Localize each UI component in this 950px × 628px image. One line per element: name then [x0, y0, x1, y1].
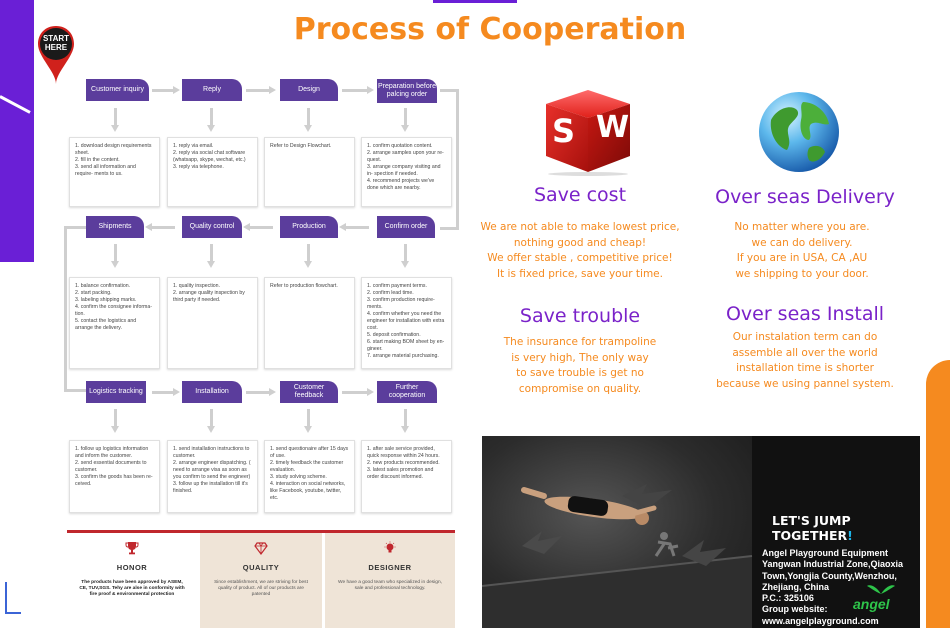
desc-reply: 1. reply via email.2. reply via social c…	[167, 137, 258, 207]
card-text: We have a good team who specialized in d…	[338, 580, 442, 591]
connector-right	[440, 89, 459, 230]
arrow-down	[401, 244, 409, 268]
desc-design: Refer to Design Flowchart.	[264, 137, 355, 207]
card-designer: DESIGNER We have a good team who special…	[325, 533, 455, 628]
arrow-left	[145, 223, 175, 231]
card-quality: QUALITY Since establishment, we are stri…	[200, 533, 322, 628]
card-title: HONOR	[116, 563, 148, 572]
arrow-down	[304, 244, 312, 268]
connector-left	[64, 226, 86, 392]
step-production: Production	[280, 216, 338, 238]
trophy-icon	[125, 542, 139, 555]
globe-icon	[759, 92, 839, 172]
page-title: Process of Cooperation	[293, 12, 687, 47]
step-design: Design	[280, 79, 338, 101]
arrow-down	[401, 108, 409, 132]
start-here-label: START HERE	[42, 34, 70, 52]
step-quality-control: Quality control	[182, 216, 242, 238]
arrow-right	[246, 388, 276, 396]
desc-customer-inquiry: 1. download design requirements sheet.2.…	[69, 137, 160, 207]
step-further-cooperation: Further cooperation	[377, 381, 437, 403]
angel-wings-icon	[867, 585, 895, 594]
diamond-icon	[254, 542, 268, 555]
lightbulb-icon	[384, 541, 396, 553]
delivery-title: Over seas Delivery	[715, 186, 895, 208]
desc-logistics-tracking: 1. follow up logistics information and i…	[69, 440, 160, 513]
card-title: QUALITY	[242, 563, 280, 572]
desc-shipments: 1. balance confirmation.2. start packing…	[69, 277, 160, 369]
arrow-right	[152, 388, 180, 396]
arrow-down	[304, 409, 312, 433]
cards-top-line	[67, 530, 455, 533]
desc-preparation: 1. confirm quotation content.2. arrange …	[361, 137, 452, 207]
desc-further-cooperation: 1. after sale service provided, quick re…	[361, 440, 452, 513]
step-shipments: Shipments	[86, 216, 144, 238]
delivery-text: No matter where you are. we can do deliv…	[734, 221, 870, 280]
left-purple-shape	[0, 0, 34, 262]
sw-letter-s: S	[552, 112, 576, 150]
step-preparation: Preparation before palcing order	[377, 79, 437, 103]
desc-customer-feedback: 1. send questionaire after 15 days of us…	[264, 440, 355, 513]
desc-confirm-order: 1. confirm payment terms.2. confirm lead…	[361, 277, 452, 369]
arrow-right	[246, 86, 276, 94]
website-link[interactable]: www.angelplayground.com	[762, 615, 879, 626]
angel-logo: angel	[853, 596, 890, 612]
save-trouble-text: The insurance for trampoline is very hig…	[503, 336, 657, 395]
desc-installation: 1. send installation instructions to cus…	[167, 440, 258, 513]
step-customer-feedback: Customer feedback	[280, 381, 338, 403]
arrow-right	[342, 86, 374, 94]
save-cost-title: Save cost	[533, 184, 627, 206]
promo-banner	[482, 436, 920, 628]
arrow-down	[304, 108, 312, 132]
sw-cube-icon	[546, 90, 630, 176]
step-reply: Reply	[182, 79, 242, 101]
card-text: Since establishment, we are striving for…	[214, 580, 308, 597]
arrow-down	[111, 409, 119, 433]
save-cost-text: We are not able to make lowest price, no…	[480, 221, 680, 280]
arrow-right	[342, 388, 374, 396]
arrow-down	[207, 409, 215, 433]
right-orange-shape	[926, 360, 950, 628]
jump-headline: LET'S JUMP TOGETHER!	[772, 513, 853, 543]
install-title: Over seas Install	[725, 303, 885, 325]
arrow-down	[111, 108, 119, 132]
arrow-right	[152, 86, 180, 94]
arrow-down	[207, 108, 215, 132]
desc-production: Refer to production flowchart.	[264, 277, 355, 369]
arrow-down	[401, 409, 409, 433]
desc-quality-control: 1. quality inspection.2. arrange quality…	[167, 277, 258, 369]
step-installation: Installation	[182, 381, 242, 403]
trampoline-jumper-image	[482, 484, 753, 628]
top-accent-line	[433, 0, 517, 3]
save-trouble-title: Save trouble	[519, 305, 641, 327]
start-pin-icon	[38, 26, 74, 84]
install-text: Our instalation term can do assemble all…	[716, 331, 894, 390]
step-customer-inquiry: Customer inquiry	[86, 79, 149, 101]
card-honor: HONOR The products have been approved by…	[67, 533, 197, 628]
card-title: DESIGNER	[368, 563, 412, 572]
sw-letter-w: W	[596, 110, 630, 145]
step-logistics-tracking: Logistics tracking	[86, 381, 146, 403]
step-confirm-order: Confirm order	[377, 216, 435, 238]
card-text: The products have been approved by ASEM,…	[79, 580, 185, 597]
corner-bracket	[5, 582, 21, 614]
arrow-down	[207, 244, 215, 268]
arrow-down	[111, 244, 119, 268]
company-info: Angel Playground Equipment Yangwan Indus…	[762, 548, 922, 627]
arrow-left	[339, 223, 369, 231]
arrow-left	[243, 223, 273, 231]
